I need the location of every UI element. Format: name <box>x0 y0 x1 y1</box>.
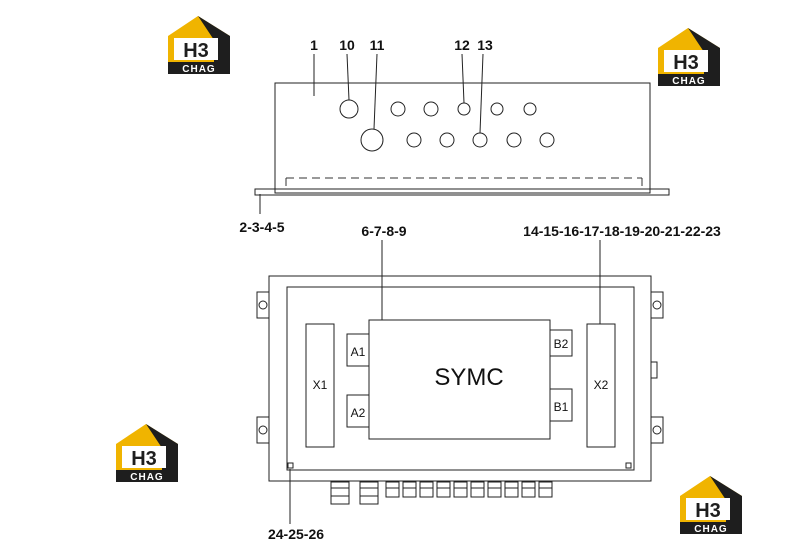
logo-mark: H3 <box>695 500 721 522</box>
label-a1: A1 <box>351 345 366 359</box>
logo-watermark-bottom-right: H3 CHAG <box>680 476 742 535</box>
cable-gland-small <box>470 481 485 498</box>
hole <box>439 132 455 148</box>
callout-1: 1 <box>310 37 318 53</box>
callout-11: 11 <box>370 37 385 53</box>
hole <box>390 101 406 117</box>
terminal-strip-x2 <box>586 323 616 448</box>
hole <box>506 132 522 148</box>
hole <box>539 132 555 148</box>
hole-12 <box>457 102 471 116</box>
mount-ear-bottom-right <box>651 416 664 444</box>
cable-gland-large <box>330 481 350 505</box>
mount-ear-top-left <box>256 291 269 319</box>
logo-word: CHAG <box>672 76 705 87</box>
label-a2: A2 <box>351 406 366 420</box>
logo-watermark-top-left: H3 CHAG <box>168 16 230 75</box>
hole <box>490 102 504 116</box>
cable-gland-small <box>453 481 468 498</box>
cable-gland-small <box>487 481 502 498</box>
cable-gland-small <box>402 481 417 498</box>
cable-gland-small <box>385 481 400 498</box>
cable-gland-small <box>419 481 434 498</box>
callout-12: 12 <box>454 37 470 53</box>
label-x2: X2 <box>594 378 609 392</box>
callout-14-23: 14-15-16-17-18-19-20-21-22-23 <box>523 223 721 239</box>
logo-watermark-top-right: H3 CHAG <box>658 28 720 87</box>
enclosure-outer <box>268 275 652 482</box>
cable-gland-small <box>521 481 536 498</box>
mount-ear-top-right <box>651 291 664 319</box>
cable-gland-small <box>504 481 519 498</box>
top-view: 1 10 11 12 13 2-3-4-5 <box>239 37 670 235</box>
hole-11 <box>360 128 384 152</box>
hole-13 <box>472 132 488 148</box>
logo-mark: H3 <box>183 40 209 62</box>
label-b1: B1 <box>554 400 569 414</box>
terminal-strip-x1 <box>305 323 335 448</box>
cable-glands-small <box>385 481 553 498</box>
callout-10: 10 <box>339 37 355 53</box>
module-label: SYMC <box>434 364 503 391</box>
callout-2-5: 2-3-4-5 <box>239 219 284 235</box>
cable-gland-small <box>436 481 451 498</box>
callout-24-26: 24-25-26 <box>268 526 324 542</box>
hole <box>406 132 422 148</box>
mount-ear-bottom-left <box>256 416 269 444</box>
cable-gland-small <box>538 481 553 498</box>
hole <box>423 101 439 117</box>
label-b2: B2 <box>554 337 569 351</box>
cable-gland-large <box>359 481 379 505</box>
hole <box>523 102 537 116</box>
cable-glands <box>330 481 553 505</box>
logo-word: CHAG <box>182 64 215 75</box>
top-view-housing <box>274 82 651 194</box>
side-stub <box>650 361 658 379</box>
top-view-base-plate <box>254 188 670 196</box>
label-x1: X1 <box>313 378 328 392</box>
logo-word: CHAG <box>694 524 727 535</box>
logo-mark: H3 <box>131 448 157 470</box>
logo-mark: H3 <box>673 52 699 74</box>
logo-watermark-bottom-left: H3 CHAG <box>116 424 178 483</box>
logo-word: CHAG <box>130 472 163 483</box>
plan-view: X1 X2 A1 A2 B2 B1 SYMC 6-7-8-9 14-15-16 <box>256 223 721 542</box>
hole-10 <box>339 99 359 119</box>
callout-6-9: 6-7-8-9 <box>361 223 406 239</box>
enclosure-inner <box>286 286 635 471</box>
control-module <box>368 319 551 440</box>
callout-13: 13 <box>477 37 493 53</box>
